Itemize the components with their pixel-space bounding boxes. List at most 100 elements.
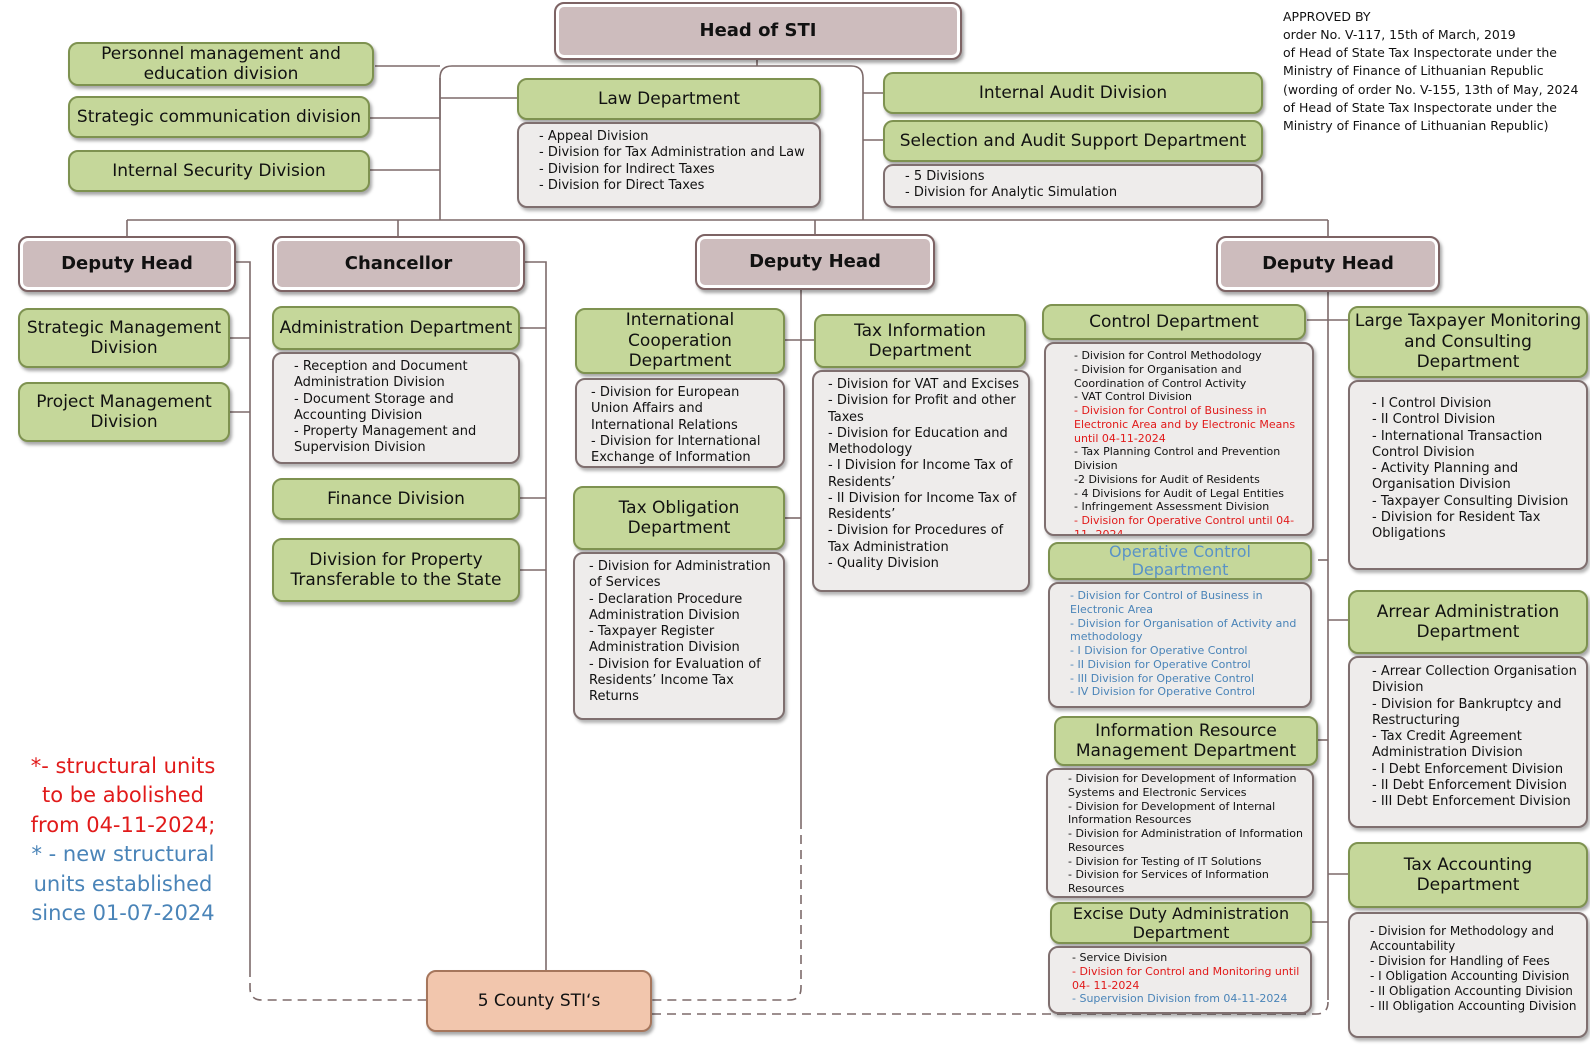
chancellor-box: Chancellor <box>272 236 525 292</box>
excise-duty-box: Excise Duty Administration Department <box>1050 902 1312 944</box>
finance-division-label: Finance Division <box>327 488 465 509</box>
administration-department-list: - Reception and Document Administration … <box>272 352 520 464</box>
list-item: - Supervision Division from 04-11-2024 <box>1072 992 1288 1006</box>
strategic-management-label: Strategic Management Division <box>26 317 222 358</box>
list-item: - Appeal Division <box>539 129 649 144</box>
administration-department-box: Administration Department <box>272 306 520 350</box>
list-item: - Division for Control Methodology <box>1074 349 1262 362</box>
excise-duty-list: - Service Division - Division for Contro… <box>1048 946 1312 1014</box>
legend: *- structural units to be abolished from… <box>18 752 228 928</box>
deputy-head-1-box: Deputy Head <box>18 236 236 292</box>
list-item: - 4 Divisions for Audit of Legal Entitie… <box>1074 486 1284 500</box>
list-item: - II Control Division <box>1372 412 1496 428</box>
tax-obligation-label: Tax Obligation Department <box>618 497 740 538</box>
tax-accounting-list: - Division for Methodology and Accountab… <box>1348 912 1588 1038</box>
list-item: - Division for Handling of Fees <box>1370 954 1550 968</box>
chancellor-label: Chancellor <box>344 253 453 275</box>
selection-audit-label: Selection and Audit Support Department <box>899 130 1247 151</box>
list-item: - Division for European Union Affairs an… <box>591 385 740 433</box>
finance-division-box: Finance Division <box>272 478 520 520</box>
list-item: - Division for Analytic Simulation <box>905 185 1118 201</box>
head-of-sti-box: Head of STI <box>554 2 962 60</box>
tax-obligation-list: - Division for Administration of Service… <box>573 552 785 720</box>
list-item: - Quality Division <box>828 555 939 571</box>
control-department-list: - Division for Control Methodology - Div… <box>1044 342 1314 536</box>
list-item: - I Obligation Accounting Division <box>1370 969 1570 983</box>
list-item: - Division for Testing of IT Solutions <box>1068 854 1262 868</box>
project-management-label: Project Management Division <box>36 391 212 432</box>
personnel-division-label: Personnel management and education divis… <box>101 43 341 84</box>
list-item: - I Control Division <box>1372 396 1492 411</box>
operative-control-label: Operative Control Department <box>1109 542 1251 579</box>
list-item: - Division for Methodology and Accountab… <box>1370 924 1554 953</box>
list-item: - Division for Direct Taxes <box>539 177 705 193</box>
list-item: - Division for Education and Methodology <box>828 425 1008 457</box>
tax-information-box: Tax Information Department <box>814 314 1026 368</box>
law-department-box: Law Department <box>517 78 821 120</box>
list-item: - II Obligation Accounting Division <box>1370 984 1573 998</box>
legend-new: * - new structural units established sin… <box>31 842 215 925</box>
tax-accounting-label: Tax Accounting Department <box>1403 854 1533 895</box>
list-item: - Division for Organisation of Activity … <box>1070 616 1297 644</box>
law-department-list: - Appeal Division - Division for Tax Adm… <box>517 122 821 208</box>
list-item: - Division for Administration of Service… <box>589 559 771 591</box>
international-cooperation-list: - Division for European Union Affairs an… <box>575 378 785 468</box>
strategic-communication-box: Strategic communication division <box>68 96 370 138</box>
list-item: - Arrear Collection Organisation Divisio… <box>1372 664 1577 696</box>
internal-security-label: Internal Security Division <box>112 160 326 181</box>
list-item: - II Debt Enforcement Division <box>1372 777 1567 793</box>
property-division-box: Division for Property Transferable to th… <box>272 538 520 602</box>
list-item: - Division for Evaluation of Residents’ … <box>589 656 761 705</box>
deputy-head-2-box: Deputy Head <box>695 234 935 290</box>
list-item: - Division for VAT and Excises <box>828 377 1020 392</box>
arrear-administration-box: Arrear Administration Department <box>1348 590 1588 654</box>
list-item: -2 Divisions for Audit of Residents <box>1074 472 1260 486</box>
administration-department-label: Administration Department <box>279 317 513 338</box>
information-resource-label: Information Resource Management Departme… <box>1075 720 1297 761</box>
list-item: - Property Management and Supervision Di… <box>294 424 477 456</box>
list-item: - Tax Planning Control and Prevention Di… <box>1074 445 1281 472</box>
arrear-administration-list: - Arrear Collection Organisation Divisio… <box>1348 656 1588 828</box>
list-item: - I Division for Operative Control <box>1070 644 1248 657</box>
large-taxpayer-list: - I Control Division - II Control Divisi… <box>1348 380 1588 570</box>
list-item: - Division for Administration of Informa… <box>1068 827 1303 854</box>
list-item: - III Debt Enforcement Division <box>1372 794 1571 809</box>
list-item: - Declaration Procedure Administration D… <box>589 591 743 623</box>
list-item: - International Transaction Control Divi… <box>1372 428 1543 460</box>
information-resource-list: - Division for Development of Informatio… <box>1046 768 1314 898</box>
deputy-head-2-label: Deputy Head <box>749 251 881 273</box>
operative-control-list: - Division for Control of Business in El… <box>1048 582 1312 708</box>
control-department-box: Control Department <box>1042 304 1306 340</box>
selection-audit-list: - 5 Divisions - Division for Analytic Si… <box>883 164 1263 208</box>
approval-note: APPROVED BY order No. V-117, 15th of Mar… <box>1283 9 1579 133</box>
list-item: - Division for Development of Informatio… <box>1068 772 1297 799</box>
list-item: - Activity Planning and Organisation Div… <box>1372 461 1519 493</box>
list-item: - II Division for Income Tax of Resident… <box>828 490 1017 522</box>
list-item: - 5 Divisions <box>905 169 985 184</box>
county-sti-box: 5 County STI‘s <box>426 970 652 1032</box>
tax-obligation-box: Tax Obligation Department <box>573 486 785 550</box>
strategic-communication-label: Strategic communication division <box>76 106 362 127</box>
list-item: - I Division for Income Tax of Residents… <box>828 458 1013 490</box>
list-item: - Division for Control of Business in El… <box>1070 589 1263 616</box>
list-item: - VAT Control Division <box>1074 390 1193 404</box>
list-item: - Division for Control and Monitoring un… <box>1072 964 1300 992</box>
list-item: - Division for Services of Information R… <box>1068 868 1269 895</box>
list-item: - Division for Operative Control until 0… <box>1074 514 1295 536</box>
list-item: - Division for International Exchange of… <box>591 433 761 465</box>
list-item: - II Division for Operative Control <box>1070 657 1251 671</box>
law-department-label: Law Department <box>597 88 741 109</box>
strategic-management-box: Strategic Management Division <box>18 308 230 368</box>
list-item: - Service Division <box>1072 951 1168 964</box>
list-item: - Infringement Assessment Division <box>1074 500 1270 514</box>
international-cooperation-label: International Cooperation Department <box>625 310 735 372</box>
list-item: - Division for Procedures of Tax Adminis… <box>828 523 1004 555</box>
list-item: - Reception and Document Administration … <box>294 359 468 391</box>
project-management-box: Project Management Division <box>18 382 230 442</box>
list-item: - Division for Resident Tax Obligations <box>1372 509 1541 541</box>
list-item: - Division for Control of Business in El… <box>1074 404 1296 445</box>
list-item: - Division for Profit and other Taxes <box>828 393 1016 425</box>
tax-information-list: - Division for VAT and Excises - Divisio… <box>812 370 1030 592</box>
list-item: - Division for Organisation and Coordina… <box>1074 362 1247 390</box>
large-taxpayer-label: Large Taxpayer Monitoring and Consulting… <box>1354 311 1582 373</box>
